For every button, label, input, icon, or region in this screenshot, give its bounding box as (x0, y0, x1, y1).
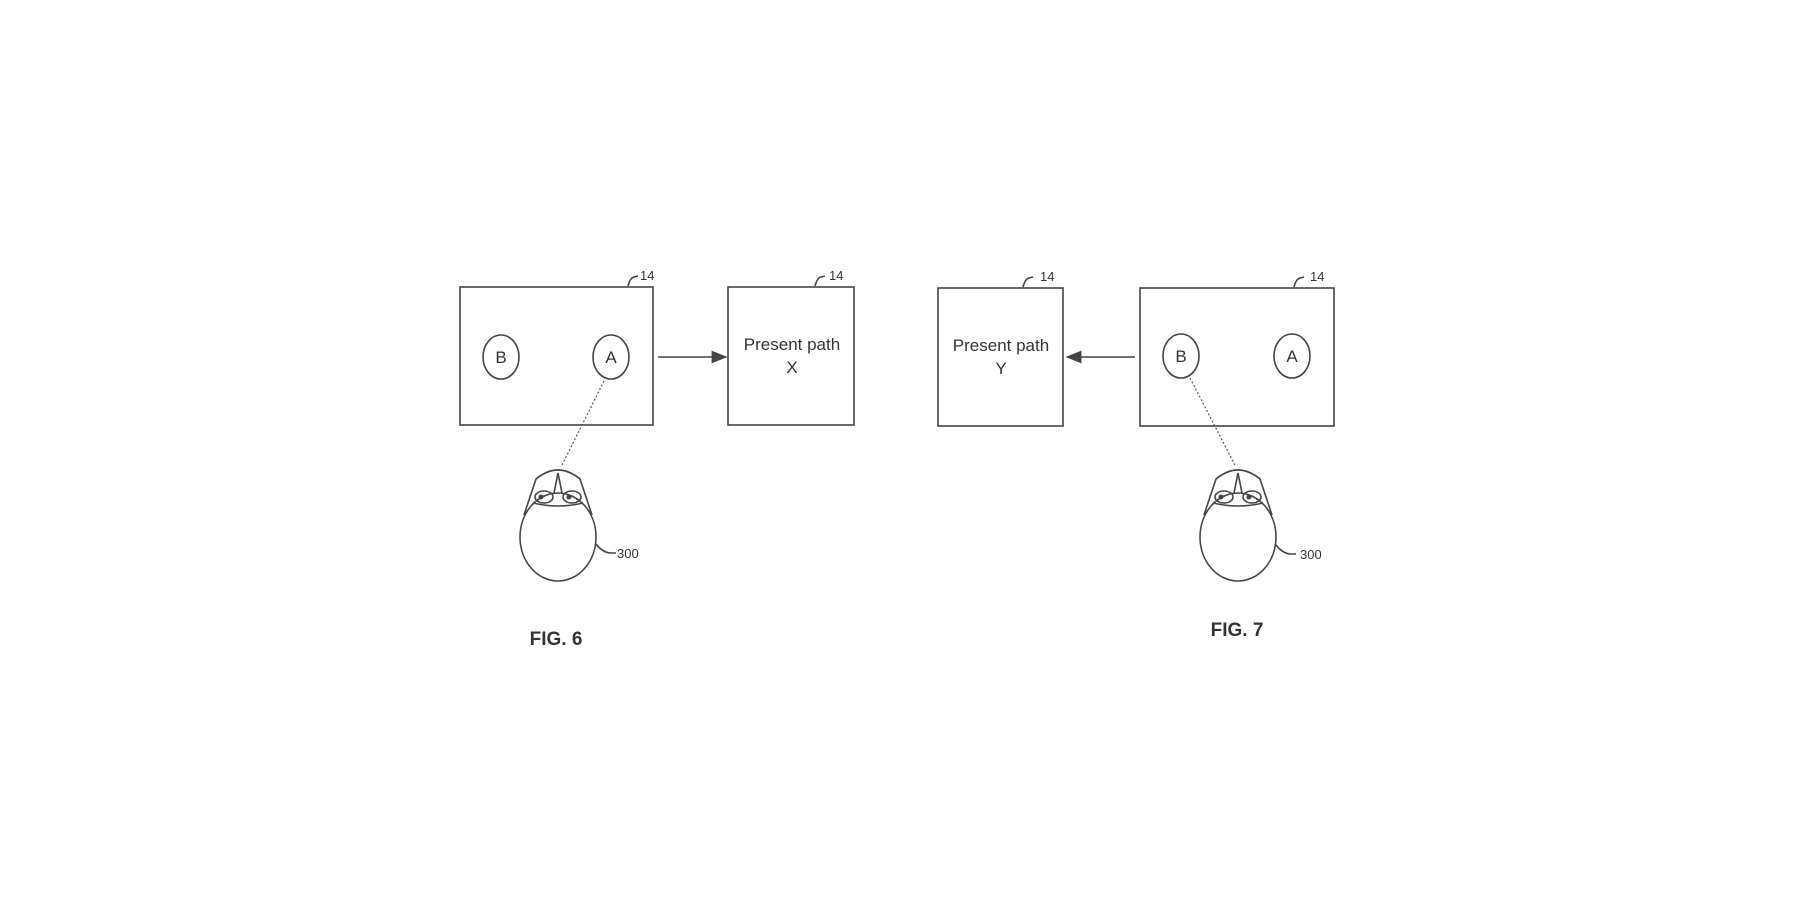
reference-label-14: 14 (1040, 269, 1054, 284)
reference-label-300: 300 (617, 546, 639, 561)
display-screen (1139, 287, 1335, 427)
target-a-label: A (1286, 347, 1298, 366)
figure-caption: FIG. 6 (530, 629, 583, 650)
user-head-icon (1199, 469, 1277, 582)
gaze-line (560, 380, 605, 468)
reference-label-14: 14 (1310, 269, 1324, 284)
output-text-line2: X (786, 358, 797, 377)
figure-7: 14 Present path Y 14 B A 300 FIG. 7 (937, 269, 1335, 641)
figure-6: 14 B A 14 Present path X 300 FIG. 6 (459, 268, 855, 650)
figure-caption: FIG. 7 (1211, 620, 1264, 641)
output-box (727, 286, 855, 426)
display-screen (459, 286, 654, 426)
leader-line (627, 275, 639, 287)
reference-label-14: 14 (640, 268, 654, 283)
output-text-line1: Present path (744, 335, 840, 354)
reference-label-300: 300 (1300, 547, 1322, 562)
gaze-line (1189, 377, 1237, 468)
target-b-label: B (1175, 347, 1186, 366)
leader-line (1275, 544, 1296, 555)
target-b (482, 334, 520, 380)
output-text-line2: Y (995, 359, 1006, 378)
target-b-label: B (495, 348, 506, 367)
leader-line (1022, 276, 1034, 288)
leader-line (814, 275, 826, 287)
leader-line (595, 543, 616, 554)
target-a-label: A (605, 348, 617, 367)
target-b (1162, 333, 1200, 379)
target-a (1273, 333, 1311, 379)
user-head-icon (519, 469, 597, 582)
reference-label-14: 14 (829, 268, 843, 283)
target-a (592, 334, 630, 380)
output-box (937, 287, 1064, 427)
leader-line (1293, 276, 1305, 288)
output-text-line1: Present path (953, 336, 1049, 355)
